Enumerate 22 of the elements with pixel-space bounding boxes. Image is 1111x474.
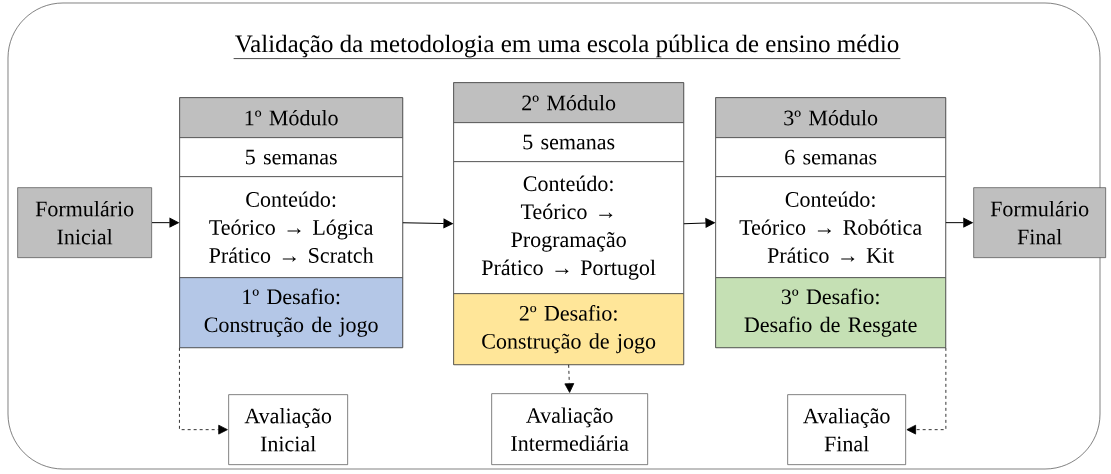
arrow [906,347,947,435]
evaluation-box: Avaliação Intermediária [491,393,648,465]
challenge-cell: 2º Desafio: Construção de jogo [453,293,685,366]
evaluation-box: Avaliação Inicial [228,394,348,465]
arrow [564,364,575,393]
header-cell: 1º Módulo [179,97,404,139]
duration-cell: 5 semanas [453,122,685,163]
header-cell: 3º Módulo [715,97,947,139]
evaluation-box: Avaliação Final [787,394,906,465]
challenge-cell: 3º Desafio: Desafio de Resgate [715,277,947,349]
header-cell: 2º Módulo [453,82,685,124]
duration-cell: 5 semanas [179,137,404,178]
challenge-cell: 1º Desafio: Construção de jogo [179,277,404,349]
arrow [683,218,715,228]
form-box: Formulário Inicial [17,187,152,258]
arrow [179,347,228,435]
title: Validação da metodologia em uma escola pública de ensino médio [233,34,901,59]
arrow [402,218,453,229]
arrow [151,217,179,228]
form-box: Formulário Final [973,187,1106,258]
arrow [945,217,973,228]
duration-cell: 6 semanas [715,137,947,178]
